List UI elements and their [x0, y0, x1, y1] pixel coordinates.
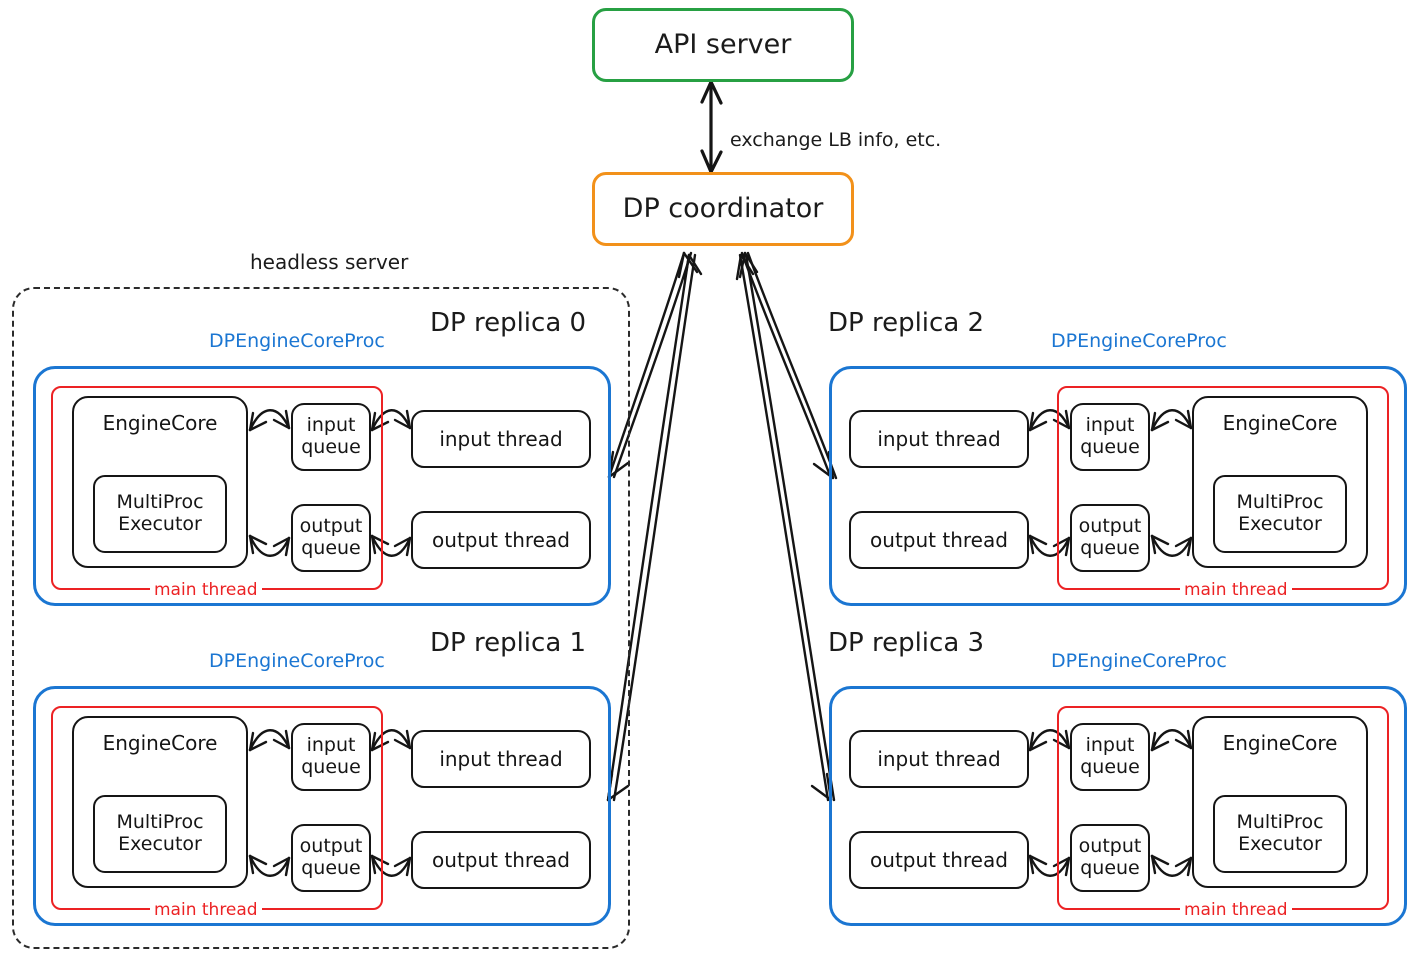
arrow-coordinator-replica-3 — [735, 253, 836, 802]
replica-1-output-thread[interactable]: output thread — [411, 831, 591, 889]
api-server-node[interactable]: API server — [592, 8, 854, 82]
replica-0-proc-box[interactable] — [33, 366, 611, 606]
replica-1-main-thread-label: main thread — [150, 900, 262, 920]
replica-3-input-queue[interactable]: input queue — [1070, 723, 1150, 791]
replica-2-multiproc-executor[interactable]: MultiProc Executor — [1213, 475, 1347, 553]
arrow-api-coordinator — [700, 80, 723, 174]
replica-0-main-thread-label: main thread — [150, 580, 262, 600]
replica-3-input-thread[interactable]: input thread — [849, 730, 1029, 788]
arrow-coordinator-replica-2 — [738, 251, 838, 480]
replica-2-input-queue[interactable]: input queue — [1070, 403, 1150, 471]
replica-0-output-thread[interactable]: output thread — [411, 511, 591, 569]
replica-0-title: DP replica 0 — [430, 308, 587, 338]
replica-1-input-thread[interactable]: input thread — [411, 730, 591, 788]
replica-2-main-thread-label: main thread — [1180, 580, 1292, 600]
replica-1-multiproc-executor[interactable]: MultiProc Executor — [93, 795, 227, 873]
replica-3-multiproc-executor[interactable]: MultiProc Executor — [1213, 795, 1347, 873]
headless-server-label: headless server — [250, 250, 409, 274]
replica-2-output-thread[interactable]: output thread — [849, 511, 1029, 569]
replica-1-proc-label: DPEngineCoreProc — [209, 650, 385, 672]
exchange-lb-info-label: exchange LB info, etc. — [730, 129, 942, 151]
replica-1-output-queue[interactable]: output queue — [291, 824, 371, 892]
replica-1-input-queue[interactable]: input queue — [291, 723, 371, 791]
dp-coordinator-node[interactable]: DP coordinator — [592, 172, 854, 246]
replica-0-proc-label: DPEngineCoreProc — [209, 330, 385, 352]
replica-3-proc-label: DPEngineCoreProc — [1051, 650, 1227, 672]
replica-3-main-thread-label: main thread — [1180, 900, 1292, 920]
replica-0-input-thread[interactable]: input thread — [411, 410, 591, 468]
replica-0-input-queue[interactable]: input queue — [291, 403, 371, 471]
headless-server-boundary — [12, 287, 630, 949]
replica-3-proc-box[interactable] — [829, 686, 1407, 926]
replica-2-proc-label: DPEngineCoreProc — [1051, 330, 1227, 352]
replica-3-output-queue[interactable]: output queue — [1070, 824, 1150, 892]
replica-2-proc-box[interactable] — [829, 366, 1407, 606]
replica-0-multiproc-executor[interactable]: MultiProc Executor — [93, 475, 227, 553]
replica-3-title: DP replica 3 — [828, 628, 985, 658]
replica-0-output-queue[interactable]: output queue — [291, 504, 371, 572]
replica-2-input-thread[interactable]: input thread — [849, 410, 1029, 468]
replica-2-output-queue[interactable]: output queue — [1070, 504, 1150, 572]
replica-1-title: DP replica 1 — [430, 628, 587, 658]
replica-1-proc-box[interactable] — [33, 686, 611, 926]
replica-3-output-thread[interactable]: output thread — [849, 831, 1029, 889]
replica-2-title: DP replica 2 — [828, 308, 985, 338]
